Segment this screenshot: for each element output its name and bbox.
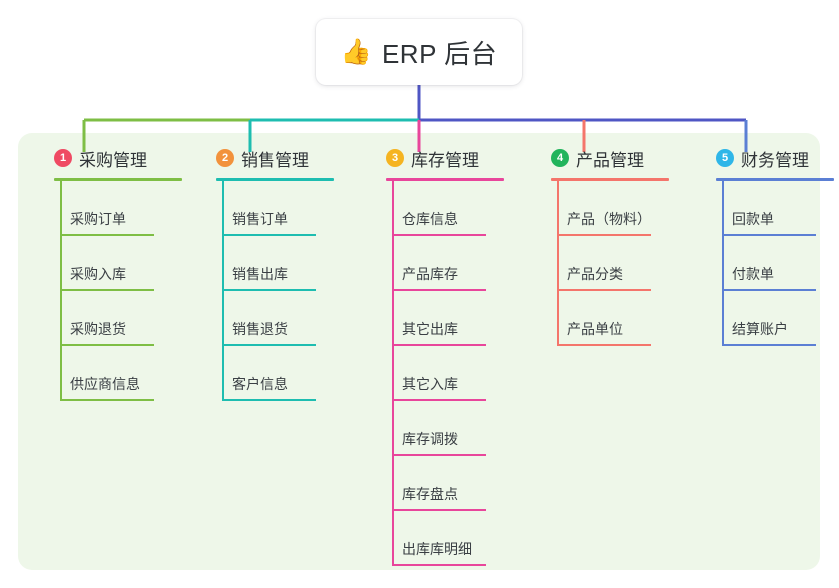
column-header-4[interactable]: 4 产品管理	[531, 145, 644, 171]
leaf-item-underline	[60, 289, 154, 291]
column-title: 产品管理	[576, 150, 644, 170]
leaf-item-underline	[722, 234, 816, 236]
leaf-item-underline	[392, 509, 486, 511]
column-badge: 5	[716, 149, 734, 167]
leaf-item-underline	[392, 564, 486, 566]
leaf-item-label: 出库库明细	[402, 541, 472, 557]
column-badge: 2	[216, 149, 234, 167]
leaf-item-label: 采购入库	[70, 266, 126, 282]
leaf-item-label: 库存盘点	[402, 486, 458, 502]
column-rail	[222, 181, 224, 401]
leaf-item-label: 供应商信息	[70, 376, 140, 392]
leaf-item-label: 客户信息	[232, 376, 288, 392]
column-库存管理: 3 库存管理仓库信息产品库存其它出库其它入库库存调拨库存盘点出库库明细	[366, 145, 504, 566]
leaf-item-label: 其它入库	[402, 376, 458, 392]
leaf-item-underline	[392, 289, 486, 291]
leaf-item-underline	[392, 234, 486, 236]
leaf-item-label: 产品分类	[567, 266, 623, 282]
leaf-item-label: 结算账户	[732, 321, 788, 337]
root-node-label: ERP 后台	[381, 38, 498, 69]
column-title: 库存管理	[411, 150, 479, 170]
column-产品管理: 4 产品管理产品（物料） 产品分类产品单位	[531, 145, 669, 346]
leaf-item-underline	[392, 399, 486, 401]
leaf-item-label: 付款单	[732, 266, 774, 282]
column-title: 采购管理	[79, 150, 147, 170]
leaf-item-label: 回款单	[732, 211, 774, 227]
leaf-item-underline	[722, 289, 816, 291]
leaf-item-label: 库存调拨	[402, 431, 458, 447]
column-header-5[interactable]: 5 财务管理	[696, 145, 809, 171]
column-underline	[54, 178, 182, 181]
thumbs-up-icon: 👍	[340, 37, 372, 66]
leaf-item-underline	[722, 344, 816, 346]
leaf-item-underline	[392, 344, 486, 346]
leaf-item-label: 销售订单	[232, 211, 288, 227]
leaf-item-underline	[60, 399, 154, 401]
leaf-item-underline	[222, 234, 316, 236]
column-财务管理: 5 财务管理回款单付款单结算账户	[696, 145, 834, 346]
leaf-item-underline	[557, 344, 651, 346]
column-underline	[216, 178, 334, 181]
column-销售管理: 2 销售管理销售订单销售出库销售退货客户信息	[196, 145, 334, 401]
leaf-item-underline	[222, 399, 316, 401]
leaf-item-label: 其它出库	[402, 321, 458, 337]
column-badge: 3	[386, 149, 404, 167]
column-rail	[392, 181, 394, 566]
column-underline	[386, 178, 504, 181]
diagram-panel	[18, 133, 820, 570]
column-header-3[interactable]: 3 库存管理	[366, 145, 479, 171]
column-badge: 1	[54, 149, 72, 167]
column-underline	[716, 178, 834, 181]
leaf-item-label: 采购订单	[70, 211, 126, 227]
column-underline	[551, 178, 669, 181]
leaf-item-label: 销售出库	[232, 266, 288, 282]
leaf-item-underline	[557, 234, 651, 236]
leaf-item-underline	[222, 289, 316, 291]
root-node[interactable]: 👍 ERP 后台	[316, 19, 522, 85]
leaf-item-label: 销售退货	[232, 321, 288, 337]
leaf-item-underline	[60, 234, 154, 236]
leaf-item-label: 仓库信息	[402, 211, 458, 227]
leaf-item-label: 产品单位	[567, 321, 623, 337]
column-badge: 4	[551, 149, 569, 167]
leaf-item-label: 产品库存	[402, 266, 458, 282]
column-rail	[60, 181, 62, 401]
column-rail	[722, 181, 724, 346]
leaf-item-underline	[557, 289, 651, 291]
leaf-item-underline	[222, 344, 316, 346]
leaf-item-label: 采购退货	[70, 321, 126, 337]
leaf-item-underline	[60, 344, 154, 346]
column-rail	[557, 181, 559, 346]
column-header-2[interactable]: 2 销售管理	[196, 145, 309, 171]
column-title: 销售管理	[241, 150, 309, 170]
column-header-1[interactable]: 1 采购管理	[34, 145, 147, 171]
leaf-item-label: 产品（物料）	[567, 211, 651, 227]
column-采购管理: 1 采购管理采购订单采购入库采购退货供应商信息	[34, 145, 182, 401]
column-title: 财务管理	[741, 150, 809, 170]
leaf-item-underline	[392, 454, 486, 456]
